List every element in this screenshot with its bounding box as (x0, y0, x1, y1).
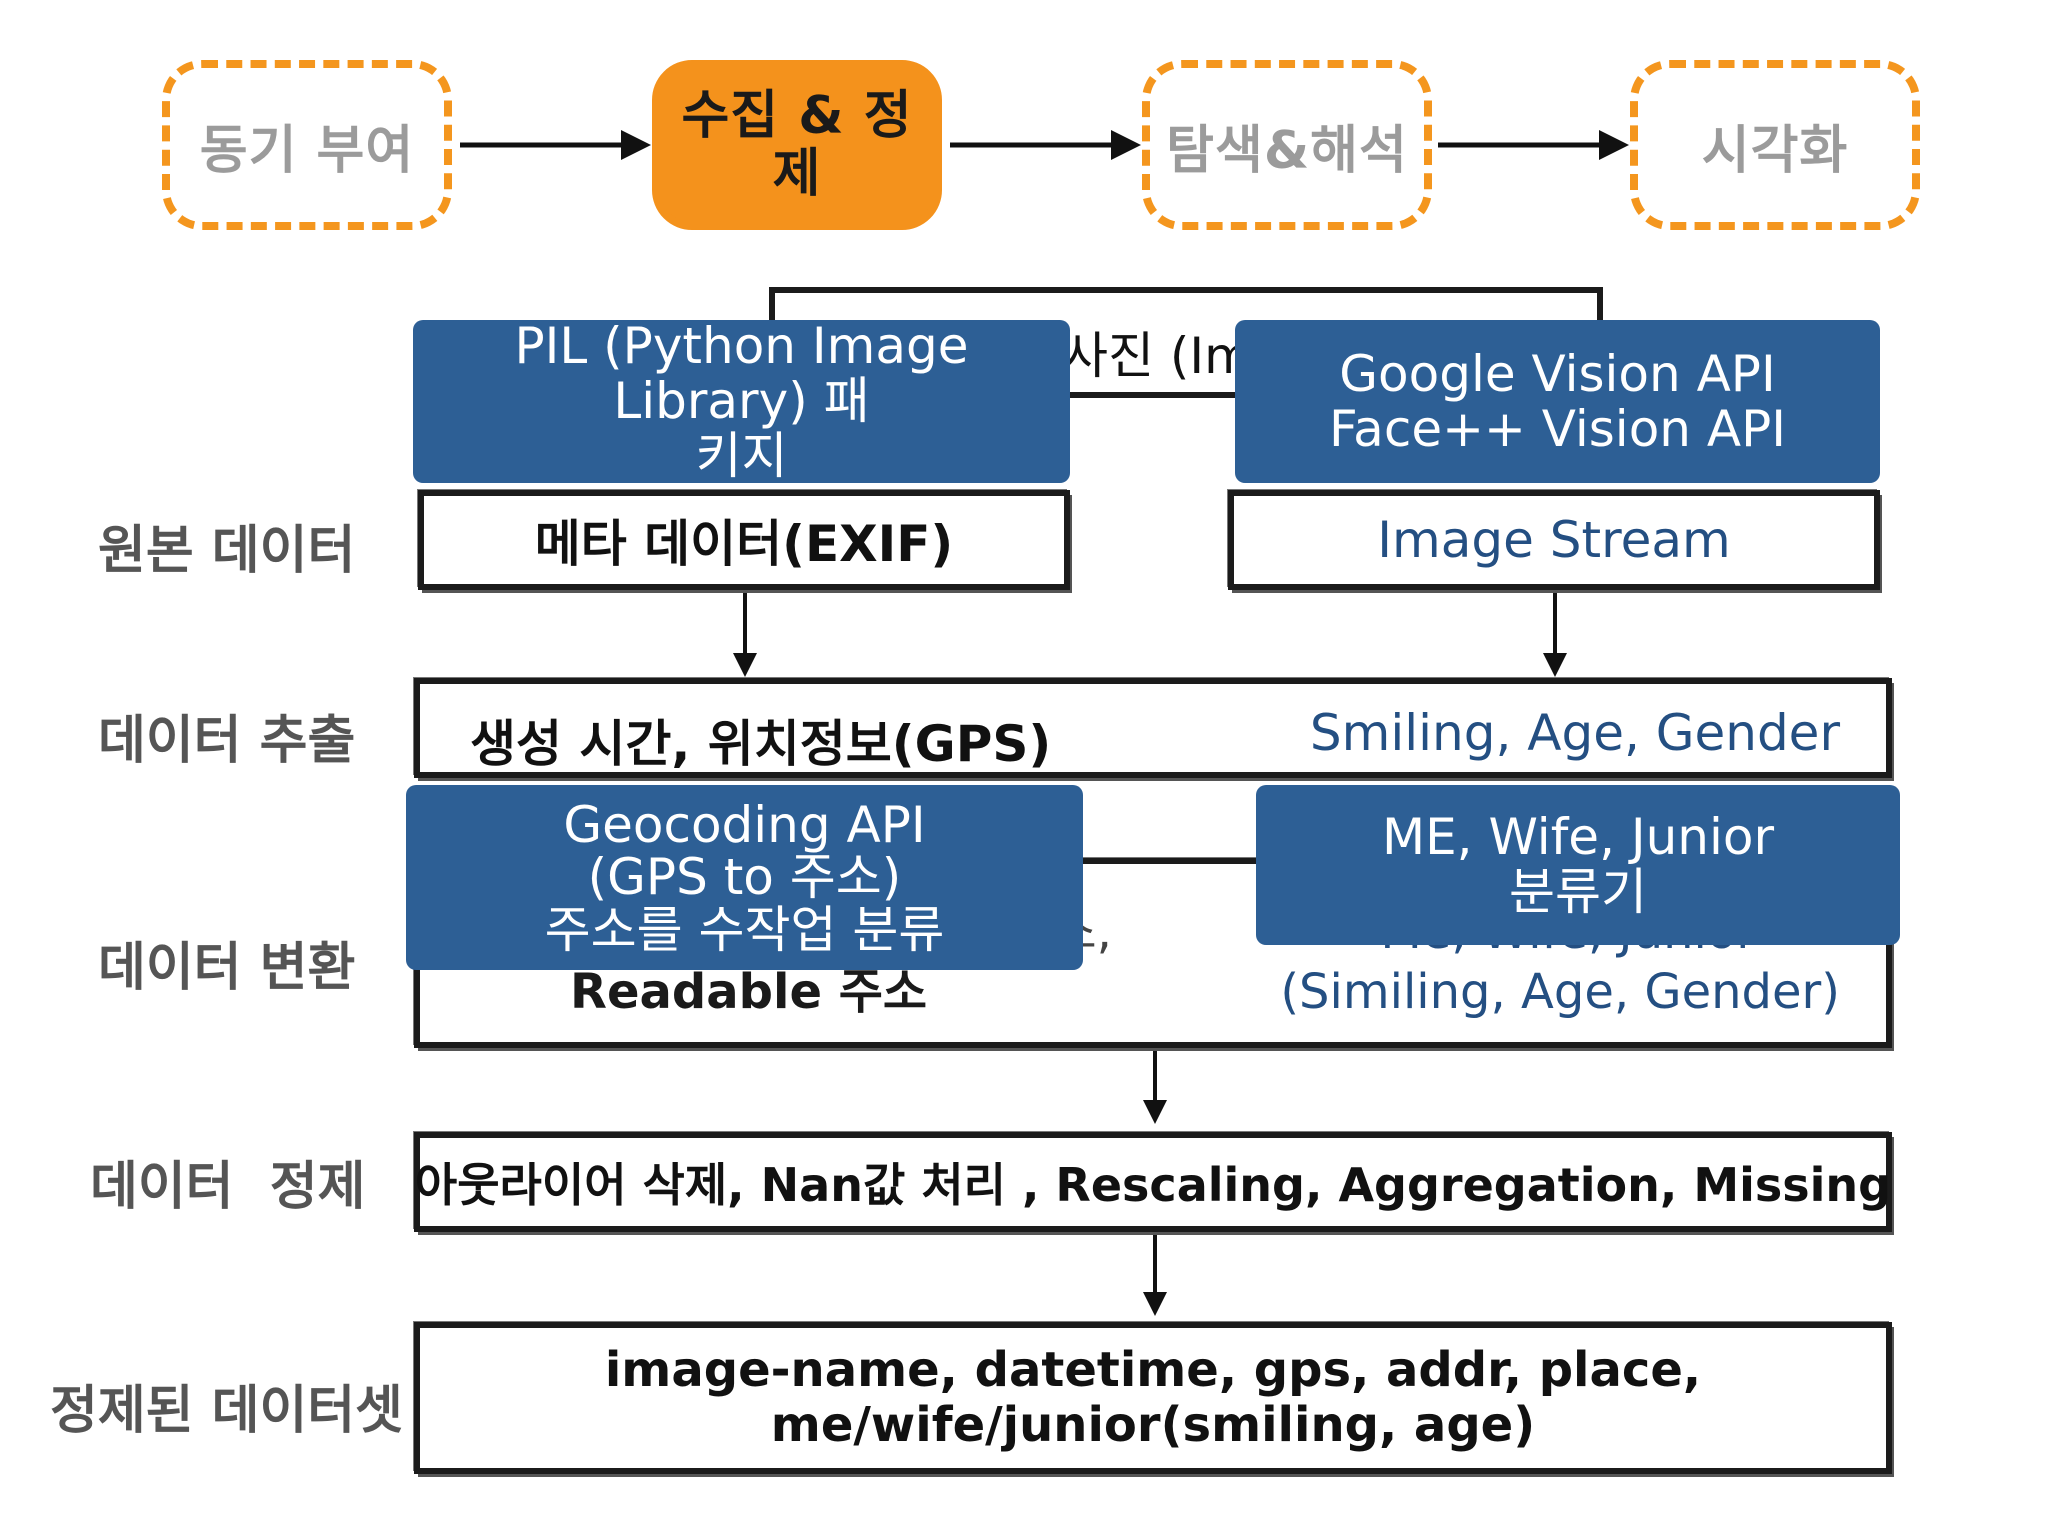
box-clean: 아웃라이어 삭제, Nan값 처리 , Rescaling, Aggregati… (414, 1132, 1892, 1232)
tool-vision: Google Vision API Face++ Vision API (1235, 320, 1880, 483)
row-label-raw: 원본 데이터 (98, 521, 356, 581)
extract-right-text: Smiling, Age, Gender (1309, 704, 1840, 762)
box-dataset: image-name, datetime, gps, addr, place, … (414, 1322, 1892, 1474)
box-image-stream: Image Stream (1228, 490, 1880, 590)
box-extract: 생성 시간, 위치정보(GPS) Smiling, Age, Gender (414, 678, 1892, 778)
tool-pil-label: PIL (Python Image Library) 패 키지 (514, 317, 969, 485)
tool-classifier-label: ME, Wife, Junior 분류기 (1381, 808, 1775, 921)
transform-right-visible: (Similing, Age, Gender) (1280, 964, 1840, 1020)
box-exif: 메타 데이터(EXIF) (418, 490, 1070, 590)
box-clean-text: 아웃라이어 삭제, Nan값 처리 , Rescaling, Aggregati… (414, 1158, 1892, 1212)
box-exif-text: 메타 데이터(EXIF) (534, 515, 954, 573)
transform-left-visible: Readable 주소 (570, 964, 928, 1020)
row-label-extract: 데이터 추출 (98, 711, 356, 771)
tool-geocoding: Geocoding API (GPS to 주소) 주소를 수작업 분류 (406, 785, 1083, 970)
box-image-stream-text: Image Stream (1377, 511, 1731, 569)
box-dataset-text: image-name, datetime, gps, addr, place, … (604, 1341, 1702, 1453)
stage-explore-label: 탐색&해석 (1166, 120, 1408, 181)
tool-classifier: ME, Wife, Junior 분류기 (1256, 785, 1900, 945)
stage-motivation-label: 동기 부여 (199, 120, 415, 181)
stage-collect-clean-label: 수집 & 정 제 (681, 85, 913, 204)
tool-pil: PIL (Python Image Library) 패 키지 (413, 317, 1070, 485)
row-label-dataset: 정제된 데이터셋 (50, 1381, 403, 1441)
extract-left-text: 생성 시간, 위치정보(GPS) (470, 715, 1052, 773)
stage-motivation: 동기 부여 (162, 60, 452, 230)
row-label-transform: 데이터 변환 (98, 938, 356, 998)
tool-vision-label: Google Vision API Face++ Vision API (1329, 344, 1786, 458)
row-label-clean: 데이터 정제 (90, 1157, 366, 1217)
stage-explore: 탐색&해석 (1142, 60, 1432, 230)
stage-collect-clean: 수집 & 정 제 (652, 60, 942, 230)
stage-visualize-label: 시각화 (1701, 120, 1849, 181)
tool-geocoding-label: Geocoding API (GPS to 주소) 주소를 수작업 분류 (544, 795, 945, 959)
stage-visualize: 시각화 (1630, 60, 1920, 230)
